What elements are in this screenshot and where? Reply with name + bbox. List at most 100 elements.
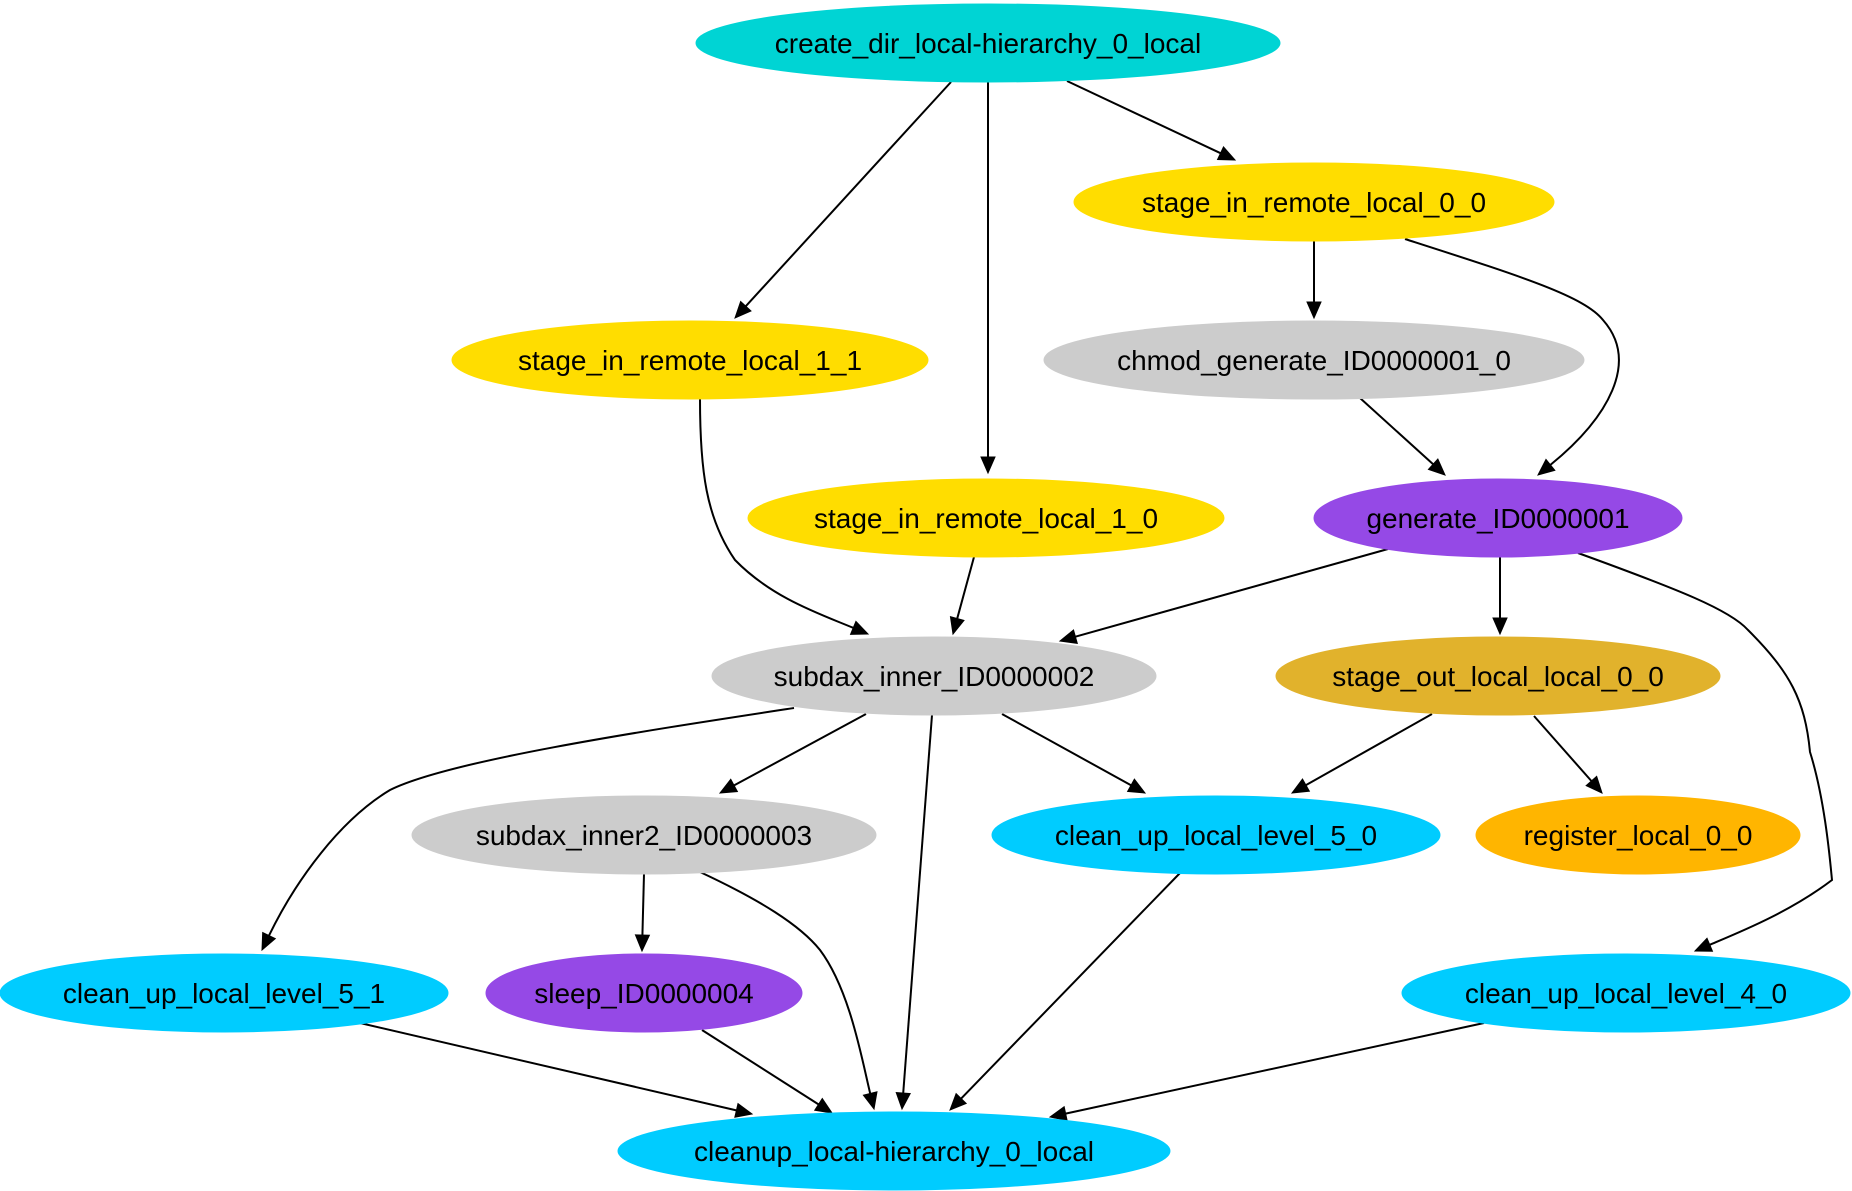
arrowhead [1693, 937, 1714, 952]
edge-line [956, 556, 975, 619]
node-label: subdax_inner2_ID0000003 [476, 820, 812, 851]
node-create-dir: create_dir_local-hierarchy_0_local [695, 3, 1281, 83]
node-label: sleep_ID0000004 [534, 978, 754, 1009]
node-cleanup: cleanup_local-hierarchy_0_local [617, 1111, 1171, 1191]
edge-generate-to-stage_out [1492, 557, 1508, 636]
arrowhead [1216, 145, 1237, 161]
edge-stage_in_1_1-to-subdax_inner [699, 398, 870, 635]
node-stage-in-0-0: stage_in_remote_local_0_0 [1073, 162, 1555, 242]
edge-line [1075, 548, 1389, 638]
node-label: chmod_generate_ID0000001_0 [1117, 345, 1511, 376]
node-label: register_local_0_0 [1524, 820, 1753, 851]
node-ellipse [485, 953, 803, 1033]
node-label: cleanup_local-hierarchy_0_local [694, 1136, 1094, 1167]
nodes-layer: create_dir_local-hierarchy_0_local stage_… [0, 3, 1851, 1191]
node-label: clean_up_local_level_4_0 [1465, 978, 1787, 1009]
arrowhead [734, 1102, 754, 1118]
node-ellipse [991, 795, 1441, 875]
arrowhead [261, 931, 277, 952]
node-ellipse [747, 478, 1225, 558]
node-clean-5-1: clean_up_local_level_5_1 [0, 953, 449, 1033]
arrowhead [1290, 778, 1311, 794]
edge-line [641, 873, 645, 936]
edge-line [733, 713, 867, 787]
edge-stage_in_0_0-to-chmod [1306, 241, 1322, 320]
node-stage-in-1-0: stage_in_remote_local_1_0 [747, 478, 1225, 558]
edge-subdax_inner-to-subdax_inner2 [718, 713, 867, 794]
arrowhead [862, 1091, 878, 1111]
edge-line [359, 1022, 737, 1112]
arrowhead [980, 456, 996, 475]
edge-subdax_inner-to-clean_5_0 [1001, 713, 1147, 794]
edge-line [1577, 552, 1834, 946]
arrowhead [634, 934, 651, 953]
edge-line [701, 1029, 820, 1106]
node-label: generate_ID0000001 [1366, 503, 1629, 534]
node-ellipse [1401, 953, 1851, 1033]
arrowhead [895, 1091, 911, 1111]
arrowhead [949, 1092, 968, 1111]
edge-generate-to-clean_4_0 [1577, 552, 1834, 952]
arrowhead [1537, 458, 1556, 476]
arrowhead [734, 300, 752, 319]
node-label: clean_up_local_level_5_0 [1055, 820, 1377, 851]
node-stage-out: stage_out_local_local_0_0 [1275, 636, 1721, 716]
edge-clean_4_0-to-cleanup [1048, 1022, 1485, 1122]
edge-line [1305, 713, 1433, 787]
edge-stage_in_0_0-to-generate [1404, 238, 1620, 476]
node-clean-4-0: clean_up_local_level_4_0 [1401, 953, 1851, 1033]
node-label: stage_in_remote_local_0_0 [1142, 187, 1486, 218]
node-ellipse [695, 3, 1281, 83]
edge-line [1066, 80, 1221, 155]
edge-stage_out-to-clean_5_0 [1290, 713, 1433, 794]
edge-line [1359, 397, 1434, 465]
arrowhead [813, 1097, 834, 1114]
node-ellipse [1475, 795, 1801, 875]
node-ellipse [1073, 162, 1555, 242]
node-stage-in-1-1: stage_in_remote_local_1_1 [451, 320, 929, 400]
node-label: subdax_inner_ID0000002 [774, 661, 1095, 692]
edge-subdax_inner2-to-sleep [634, 873, 651, 953]
edge-line [1404, 238, 1620, 466]
node-ellipse [1313, 478, 1683, 558]
edge-clean_5_1-to-cleanup [359, 1022, 754, 1118]
edge-subdax_inner2-to-cleanup [699, 871, 878, 1111]
arrowhead [718, 778, 739, 794]
edge-line [902, 714, 933, 1094]
arrowhead [1306, 301, 1322, 320]
edge-create_dir-to-stage_in_0_0 [1066, 80, 1237, 161]
node-ellipse [711, 636, 1157, 716]
node-label: clean_up_local_level_5_1 [63, 978, 385, 1009]
node-generate: generate_ID0000001 [1313, 478, 1683, 558]
edge-create_dir-to-stage_in_1_1 [734, 81, 952, 319]
arrowhead [1058, 629, 1078, 645]
edge-line [745, 81, 952, 307]
edge-stage_in_1_0-to-subdax_inner [949, 556, 975, 636]
edge-create_dir-to-stage_in_1_0 [980, 82, 996, 475]
node-register: register_local_0_0 [1475, 795, 1801, 875]
node-ellipse [411, 795, 877, 875]
node-clean-5-0: clean_up_local_level_5_0 [991, 795, 1441, 875]
edge-line [699, 398, 854, 629]
edge-line [1065, 1022, 1485, 1115]
edge-line [960, 872, 1181, 1100]
node-ellipse [617, 1111, 1171, 1191]
arrowhead [1585, 775, 1603, 794]
node-label: create_dir_local-hierarchy_0_local [775, 28, 1201, 59]
edge-stage_out-to-register [1533, 715, 1603, 794]
node-ellipse [1275, 636, 1721, 716]
edge-line [699, 871, 872, 1094]
arrowhead [949, 616, 965, 636]
edge-clean_5_0-to-cleanup [949, 872, 1181, 1111]
node-label: stage_in_remote_local_1_1 [518, 345, 862, 376]
arrowhead [1427, 458, 1446, 476]
edge-generate-to-subdax_inner [1058, 548, 1389, 645]
edge-line [1533, 715, 1593, 782]
edge-sleep-to-cleanup [701, 1029, 834, 1114]
node-chmod: chmod_generate_ID0000001_0 [1043, 320, 1585, 400]
node-label: stage_in_remote_local_1_0 [814, 503, 1158, 534]
edge-chmod-to-generate [1359, 397, 1446, 476]
arrowhead [1048, 1105, 1068, 1122]
edge-subdax_inner-to-cleanup [895, 714, 933, 1111]
node-subdax-inner: subdax_inner_ID0000002 [711, 636, 1157, 716]
